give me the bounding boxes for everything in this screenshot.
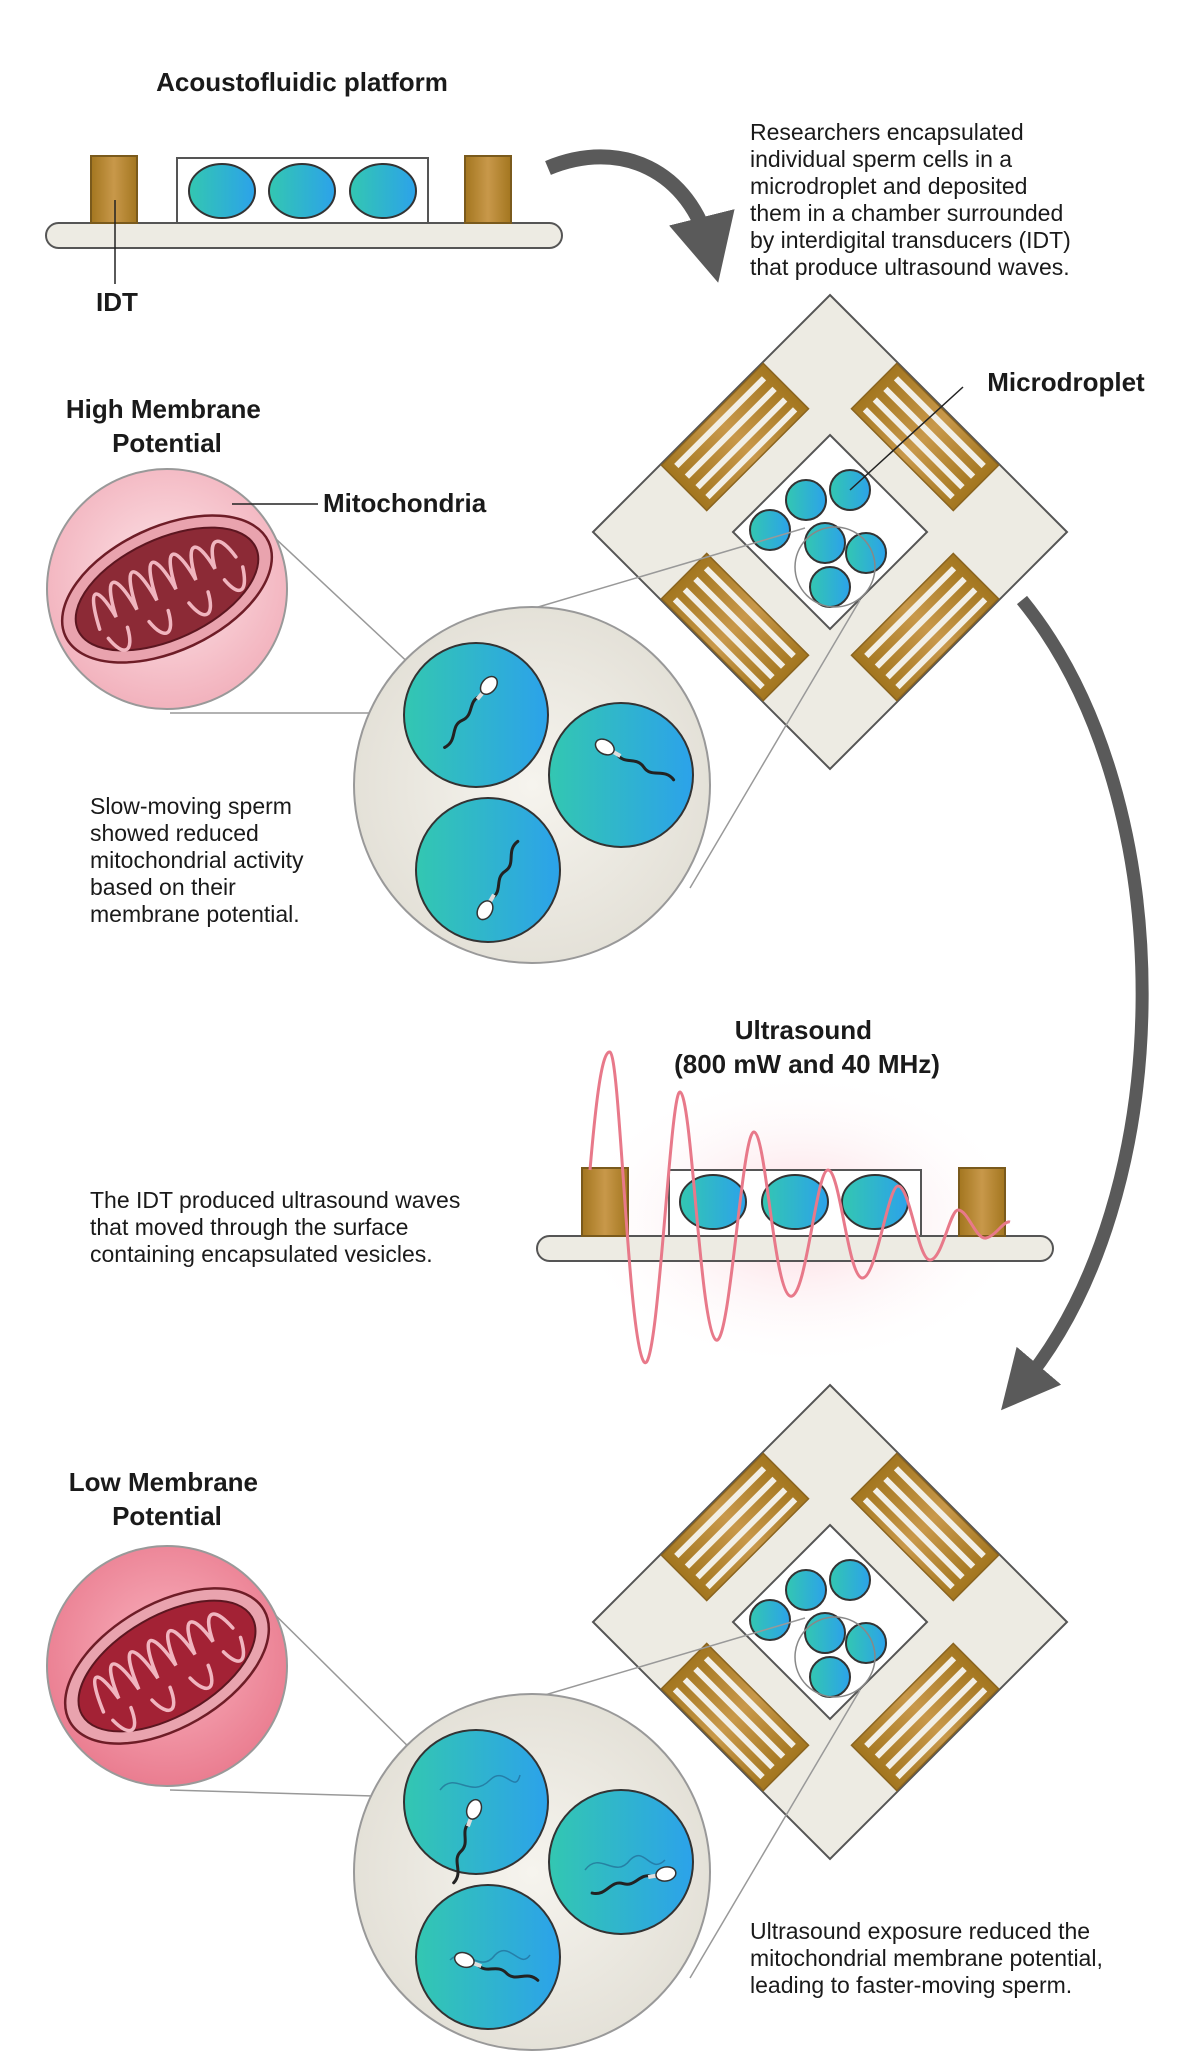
ultrasound-heading: Ultrasound (800 mW and 40 MHz) (674, 1015, 940, 1079)
exposure-caption: Ultrasound exposure reduced the mitochon… (750, 1918, 1109, 1998)
platform-title: Acoustofluidic platform (156, 67, 448, 97)
platform-base (45, 222, 563, 249)
droplet-large (548, 702, 694, 848)
droplet (761, 1174, 829, 1230)
ultrasound-wave (588, 1050, 1011, 1364)
mitochondria-label: Mitochondria (323, 488, 487, 518)
idt-pad-left (90, 155, 138, 224)
droplet-large (548, 1789, 694, 1935)
droplet (349, 163, 417, 219)
high-potential-heading: High Membrane Potential (66, 394, 268, 458)
idt-label: IDT (96, 287, 138, 317)
droplet-large (415, 797, 561, 943)
zoom-highlight-ring (794, 526, 876, 608)
droplet-large (415, 1884, 561, 2030)
microdroplet-label: Microdroplet (987, 367, 1145, 397)
ultrasound-platform (536, 1167, 1054, 1262)
low-potential-heading: Low Membrane Potential (69, 1467, 265, 1531)
flow-arrow-right (1001, 595, 1149, 1411)
idt-pad-left (581, 1167, 629, 1237)
intro-caption: Researchers encapsulated individual sper… (750, 119, 1077, 280)
idt-device-bottom (591, 1383, 1069, 1861)
platform-base (536, 1235, 1054, 1262)
idt-pad-right (464, 155, 512, 224)
zoom-highlight-ring (794, 1616, 876, 1698)
microdroplet-cluster (749, 1559, 887, 1698)
idt-waves-caption: The IDT produced ultrasound waves that m… (90, 1187, 467, 1267)
droplet (679, 1174, 747, 1230)
droplet-zoom-low (353, 1693, 711, 2051)
acoustofluidic-platform (45, 155, 563, 284)
idt-device-top (591, 293, 1069, 771)
droplet (841, 1174, 909, 1230)
microdroplet-leader-line (849, 386, 964, 491)
droplet (268, 163, 336, 219)
flow-arrow-top (545, 149, 735, 283)
idt-pad-right (958, 1167, 1006, 1237)
droplet (188, 163, 256, 219)
droplet-large (403, 642, 549, 788)
droplet-zoom-high (353, 606, 711, 964)
slow-caption: Slow-moving sperm showed reduced mitocho… (90, 793, 310, 927)
